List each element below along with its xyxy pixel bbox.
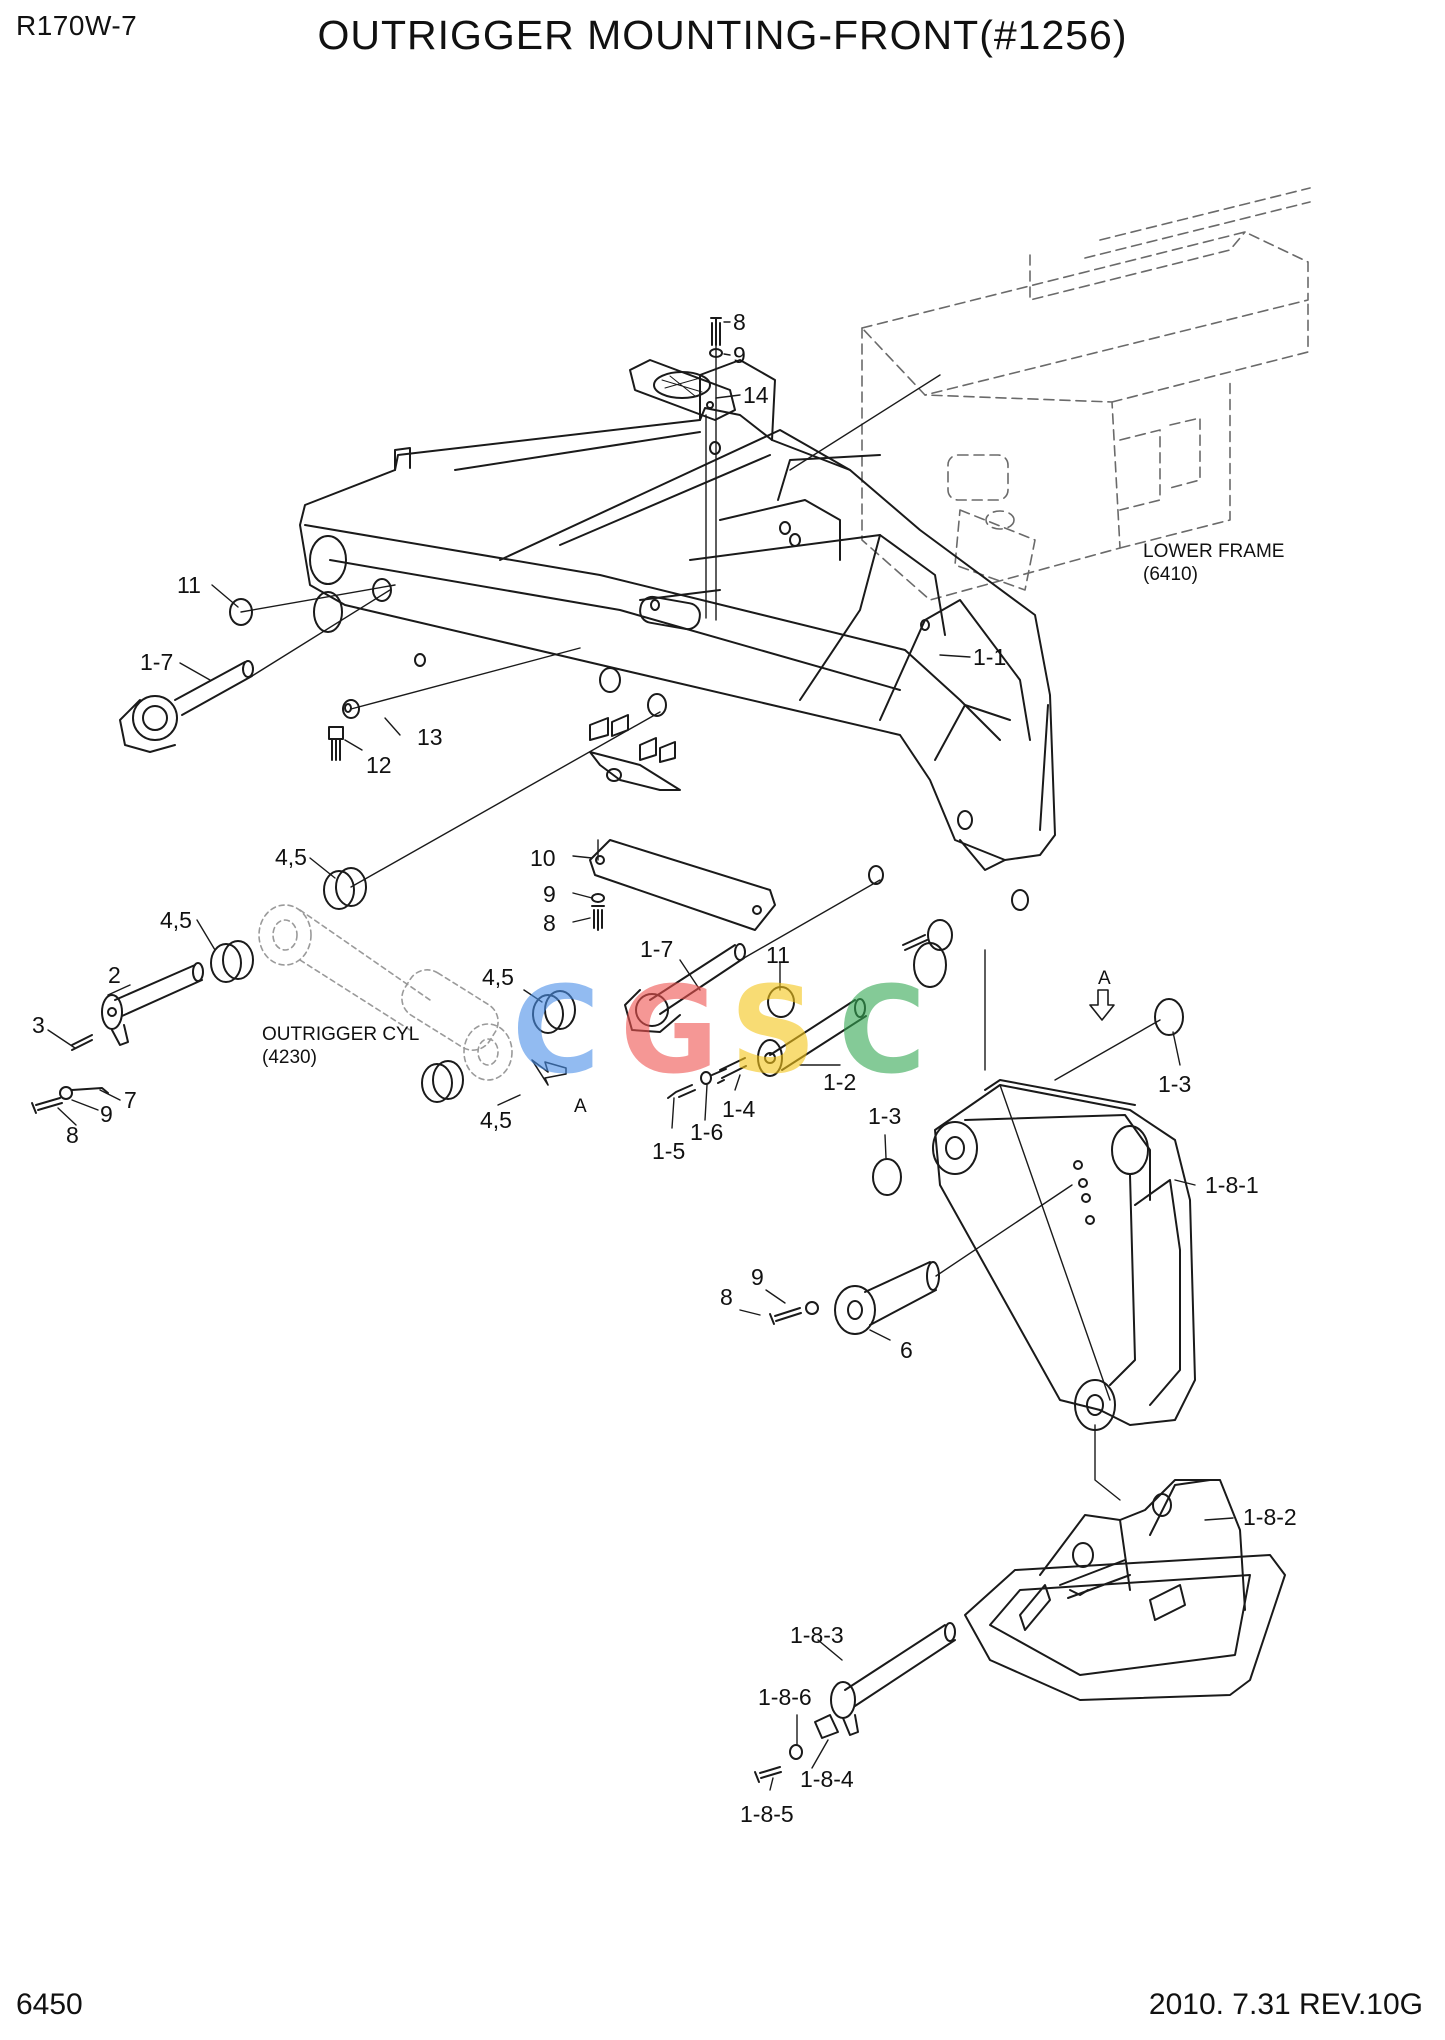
part-callout[interactable]: 1-3 [868, 1103, 901, 1129]
part-callout[interactable]: 9 [751, 1264, 764, 1290]
part-callout[interactable]: 1-8-6 [758, 1684, 812, 1710]
part-callout[interactable]: 1-4 [722, 1096, 755, 1122]
model-code: R170W-7 [16, 10, 138, 41]
outrigger-pad [964, 1479, 1286, 1701]
view-arrow-icon [531, 989, 1115, 1086]
cover-plate [629, 359, 736, 421]
pad-pin [830, 1622, 956, 1736]
lower-frame-ghost [861, 187, 1311, 601]
outrigger-cyl-ref: (4230) [262, 1047, 317, 1068]
revision-date: 2010. 7.31 REV.10G [1148, 1988, 1423, 2021]
rings [210, 598, 1184, 1196]
part-callout[interactable]: 13 [417, 724, 443, 750]
leader-lines [240, 344, 1161, 1501]
fasteners [31, 317, 928, 1783]
part-callout[interactable]: 1-6 [690, 1119, 723, 1145]
watermark-letter: S [730, 962, 816, 1101]
part-callout[interactable]: 1-8-2 [1243, 1504, 1297, 1530]
outrigger-cylinder-ghost [258, 904, 513, 1081]
part-callout[interactable]: 8 [66, 1122, 79, 1148]
part-callout[interactable]: 1-8-1 [1205, 1172, 1259, 1198]
outrigger-beam [299, 359, 1056, 988]
watermark-letter: C [512, 962, 600, 1101]
plate [589, 839, 776, 931]
part-callout[interactable]: 2 [108, 962, 121, 988]
part-callout[interactable]: 8 [720, 1284, 733, 1310]
watermark-letter: G [620, 962, 719, 1101]
part-callout[interactable]: 9 [733, 342, 746, 368]
view-a-label: A [574, 1096, 587, 1117]
part-callout[interactable]: 1-1 [973, 644, 1006, 670]
part-callout[interactable]: 8 [543, 910, 556, 936]
part-callout[interactable]: 1-2 [823, 1069, 856, 1095]
part-callouts: 8 9 14 11 1-1 1-7 12 13 4,5 10 9 8 4,5 2… [32, 309, 1297, 1827]
part-callout[interactable]: 4,5 [160, 907, 192, 933]
lower-frame-note: LOWER FRAME [1143, 541, 1284, 562]
part-callout[interactable]: 3 [32, 1012, 45, 1038]
part-callout[interactable]: 4,5 [275, 844, 307, 870]
outrigger-cyl-note: OUTRIGGER CYL [262, 1024, 419, 1045]
pin [757, 998, 867, 1077]
part-callout[interactable]: 11 [766, 942, 790, 968]
watermark: C G S C [512, 962, 926, 1101]
part-callout[interactable]: 1-7 [640, 936, 673, 962]
lower-frame-ref: (6410) [1143, 564, 1198, 585]
part-callout[interactable]: 1-3 [1158, 1071, 1191, 1097]
pin-with-eye-right [624, 943, 746, 1033]
page-number: 6450 [16, 1988, 83, 2021]
part-callout[interactable]: 1-8-5 [740, 1801, 794, 1827]
part-callout[interactable]: 7 [124, 1087, 137, 1113]
part-callout[interactable]: 12 [366, 752, 392, 778]
view-a-label: A [1098, 968, 1111, 989]
part-callout[interactable]: 10 [530, 845, 556, 871]
part-callout[interactable]: 6 [900, 1337, 913, 1363]
pin [101, 962, 204, 1046]
part-callout[interactable]: 9 [543, 881, 556, 907]
part-callout[interactable]: 9 [100, 1101, 113, 1127]
part-callout[interactable]: 1-5 [652, 1138, 685, 1164]
part-callout[interactable]: 1-8-3 [790, 1622, 844, 1648]
part-callout[interactable]: 8 [733, 309, 746, 335]
part-callout[interactable]: 11 [177, 572, 201, 598]
flanged-pin [834, 1261, 940, 1335]
part-callout[interactable]: 4,5 [480, 1107, 512, 1133]
page-title: OUTRIGGER MOUNTING-FRONT(#1256) [317, 12, 1128, 58]
part-callout[interactable]: 1-8-4 [800, 1766, 854, 1792]
pin-with-eye-left [119, 660, 254, 753]
reference-notes: LOWER FRAME (6410) OUTRIGGER CYL (4230) … [262, 541, 1284, 1117]
part-callout[interactable]: 4,5 [482, 964, 514, 990]
part-callout[interactable]: 1-7 [140, 649, 173, 675]
outrigger-arm [932, 1079, 1196, 1431]
watermark-letter: C [838, 962, 926, 1101]
part-callout[interactable]: 14 [743, 382, 769, 408]
callout-leaders [47, 321, 1234, 1791]
